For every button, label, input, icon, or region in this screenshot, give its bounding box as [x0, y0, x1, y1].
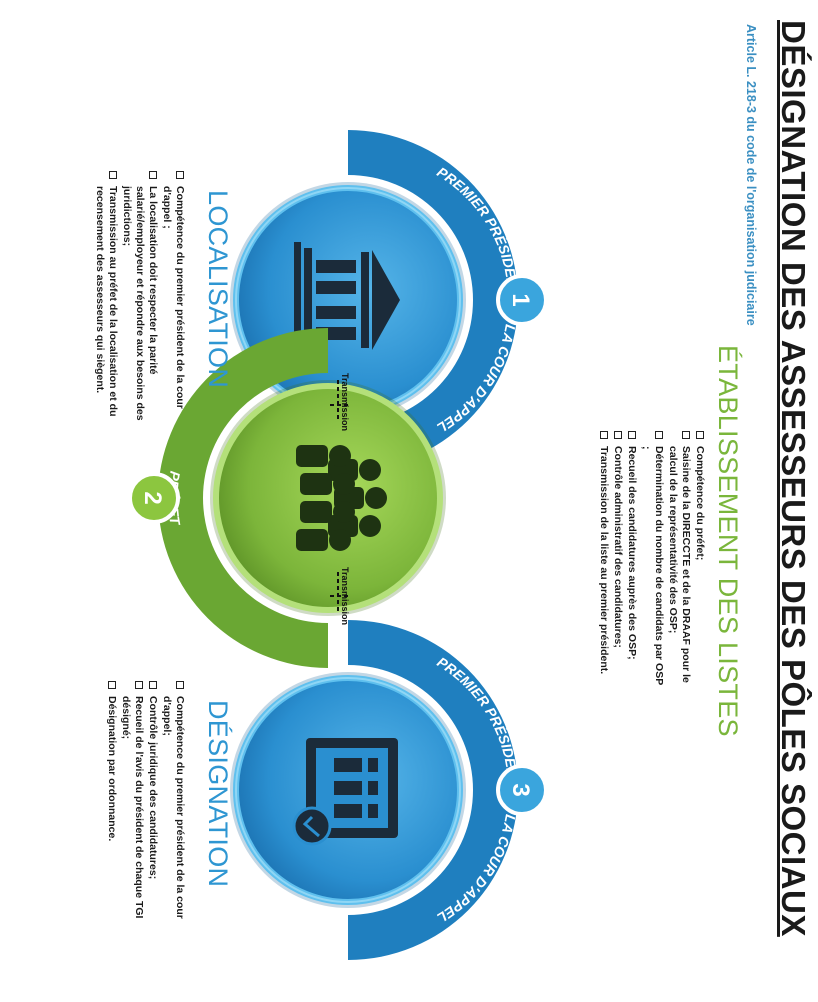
step-2-bullets: Compétence du préfet; Saisine de la DIRE… — [596, 430, 706, 690]
courthouse-icon — [294, 242, 400, 358]
step-3-number: 3 — [507, 783, 534, 796]
list-item: Transmission au préfet de la localisatio… — [93, 170, 119, 440]
step-2-circle — [213, 383, 443, 613]
list-item: Transmission de la liste au premier prés… — [597, 430, 610, 690]
step-3-bullets: Compétence du premier président de la co… — [104, 680, 186, 940]
step-1-bullets: Compétence du premier président de la co… — [92, 170, 186, 440]
document-check-icon — [292, 738, 398, 846]
connector-1: Transmission — [328, 373, 350, 431]
step-1-heading: LOCALISATION — [203, 190, 233, 389]
people-group-icon — [296, 445, 387, 551]
step-1-number: 1 — [507, 293, 534, 306]
step-2-heading: ÉTABLISSEMENT DES LISTES — [713, 345, 743, 737]
list-item: Contrôle juridique des candidatures; — [146, 680, 159, 940]
step-2-group: PRÉFET 2 — [128, 328, 446, 668]
step-2-arc — [158, 328, 328, 668]
list-item: La localisation doit respecter la parité… — [120, 170, 159, 440]
list-item: Détermination du nombre de candidats par… — [639, 430, 665, 690]
list-item: Compétence du premier président de la co… — [160, 170, 186, 440]
step-1-number-badge — [496, 274, 548, 326]
list-item: Saisine de la DIRECCTE et de la DRAAF po… — [666, 430, 692, 690]
step-3-number-badge — [496, 764, 548, 816]
connector-2-label: Transmission — [340, 567, 350, 625]
list-item: Désignation par ordonnance. — [105, 680, 118, 940]
list-item: Compétence du premier président de la co… — [160, 680, 186, 940]
step-2-number-badge — [128, 472, 180, 524]
connector-1-label: Transmission — [340, 373, 350, 431]
connector-2: Transmission — [328, 567, 350, 625]
step-1-arc — [348, 130, 518, 470]
step-3-group: PREMIER PRÉSIDENT DE LA COUR D'APPEL 3 — [230, 620, 548, 960]
list-item: Contrôle administratif des candidatures; — [611, 430, 624, 690]
list-item: Compétence du préfet; — [693, 430, 706, 690]
list-item: Recueil des candidatures auprès des OSP; — [625, 430, 638, 690]
list-item: Recueil de l'avis du président de chaque… — [119, 680, 145, 940]
step-3-arc — [348, 620, 518, 960]
step-3-heading: DÉSIGNATION — [203, 700, 233, 888]
step-2-number: 2 — [139, 491, 166, 504]
